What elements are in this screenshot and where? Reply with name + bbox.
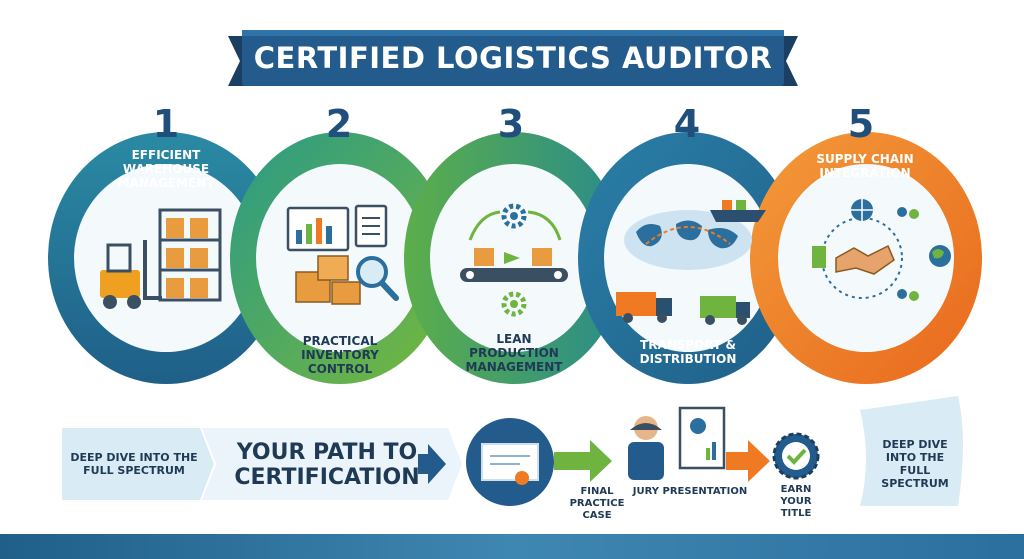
- right-note-band: [860, 396, 963, 506]
- stage-2-label: PRACTICAL INVENTORY CONTROL: [301, 334, 379, 376]
- stage-1-label: EFFICIENT WAREHOUSE MANAGEMENT: [117, 148, 215, 190]
- green-arrow-icon: [554, 440, 612, 482]
- warehouse-shelf-icon: [158, 208, 222, 302]
- stage-3-label: LEAN PRODUCTION MANAGEMENT: [465, 332, 563, 374]
- magnifier-icon: [356, 256, 399, 301]
- heading-arrow-icon: [418, 444, 446, 484]
- boxes-icon: [295, 255, 361, 305]
- stage-1-number: 1: [152, 102, 180, 146]
- truck-icon: [616, 292, 750, 325]
- orange-arrow-icon: [726, 440, 770, 482]
- ship-icon: [710, 200, 766, 222]
- presenter-icon: [628, 406, 726, 480]
- world-map-icon: [624, 210, 752, 270]
- footer-bar: [0, 534, 1024, 559]
- title-banner: CERTIFIED LOGISTICS AUDITOR: [228, 28, 798, 94]
- step-final-practice-case: FINAL PRACTICE CASE: [569, 486, 625, 521]
- people-icon: [812, 207, 919, 301]
- badge-check-icon: [772, 432, 820, 480]
- stage-4-number: 4: [673, 102, 701, 146]
- globe-icon: [851, 199, 951, 267]
- certificate-icon: [466, 418, 554, 506]
- stage-3-number: 3: [497, 102, 525, 146]
- path-diagram: [62, 396, 963, 506]
- handshake-icon: [821, 217, 903, 299]
- stages-diagram: [48, 132, 982, 384]
- conveyor-icon: [460, 210, 568, 282]
- clipboard-icon: [354, 204, 388, 248]
- stage-4-label: TRANSPORT & DISTRIBUTION: [639, 338, 737, 366]
- step-earn-your-title: EARN YOUR TITLE: [780, 484, 812, 519]
- page-title: CERTIFIED LOGISTICS AUDITOR: [253, 41, 773, 75]
- banner-ribbon: [228, 30, 798, 86]
- gear-icon: [501, 203, 527, 317]
- stage-5-number: 5: [847, 102, 875, 146]
- forklift-icon: [100, 240, 162, 309]
- stage-2-number: 2: [325, 102, 353, 146]
- step-jury-presentation: JURY PRESENTATION: [632, 486, 748, 497]
- right-note: DEEP DIVE INTO THE FULL SPECTRUM: [881, 438, 949, 490]
- path-heading: YOUR PATH TO CERTIFICATION: [234, 440, 420, 490]
- chart-board-icon: [286, 206, 350, 252]
- stage-5-label: SUPPLY CHAIN INTEGRATION: [816, 152, 914, 180]
- left-note: DEEP DIVE INTO THE FULL SPECTRUM: [70, 451, 198, 477]
- left-arrow-band: [62, 428, 462, 500]
